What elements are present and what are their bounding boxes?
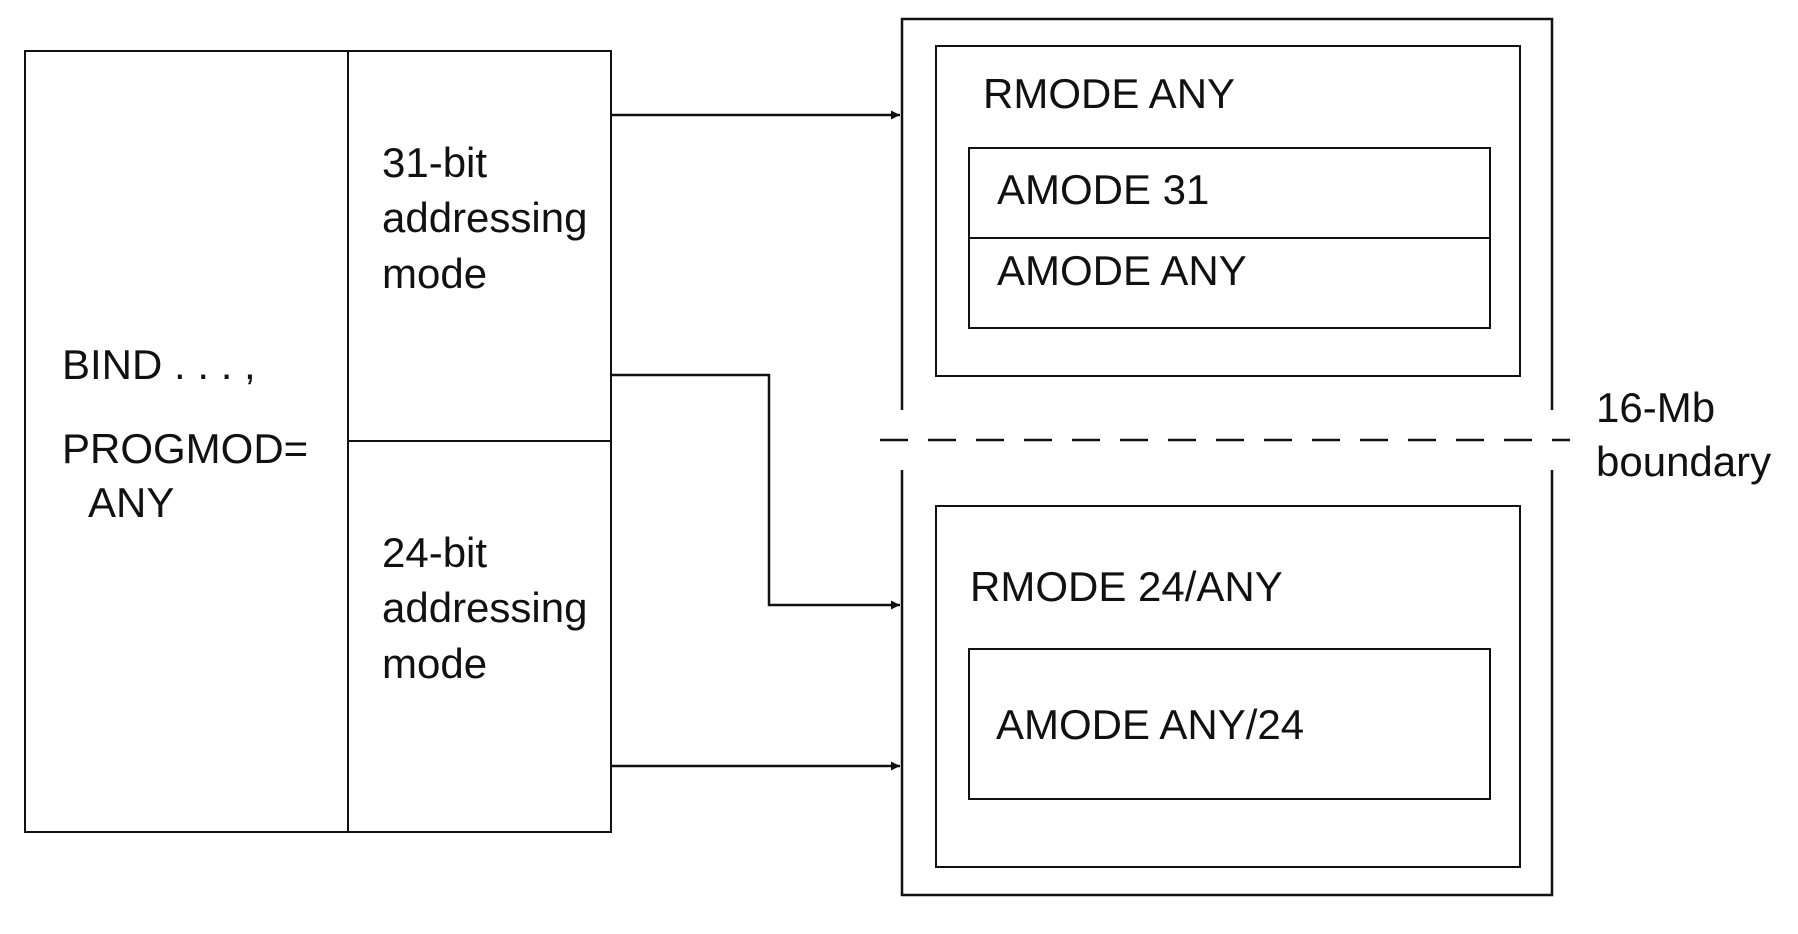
rmode-any-title: RMODE ANY	[983, 70, 1236, 117]
amode-31-label: AMODE 31	[997, 166, 1210, 213]
rmode-24-any-title: RMODE 24/ANY	[970, 563, 1283, 610]
mode-31-line3: mode	[382, 250, 488, 297]
rmode-24-any-box	[935, 505, 1521, 868]
mode-31-line2: addressing	[382, 194, 588, 241]
outer-frame-bottom	[900, 470, 1554, 897]
amode-row-divider	[968, 237, 1491, 239]
rmode-any-box	[935, 45, 1521, 377]
arrow-31-to-rmode-24-any	[612, 373, 900, 610]
mode-24-line2: addressing	[382, 584, 588, 631]
amode-box-lower	[968, 648, 1491, 800]
mode-24-line1: 24-bit	[382, 529, 488, 576]
boundary-label-line2: boundary	[1596, 438, 1772, 485]
progmod-label: PROGMOD=	[62, 425, 309, 472]
amode-any-label: AMODE ANY	[997, 247, 1247, 294]
mode-divider	[347, 440, 612, 442]
outer-frame-top	[900, 17, 1554, 410]
bind-label-line1: BIND . . . ,	[62, 341, 256, 388]
progmod-value: ANY	[88, 479, 175, 526]
boundary-label-line1: 16-Mb	[1596, 384, 1716, 431]
mode-31-line1: 31-bit	[382, 139, 488, 186]
amode-any-24-label: AMODE ANY/24	[996, 701, 1305, 748]
mode-24-line3: mode	[382, 640, 488, 687]
